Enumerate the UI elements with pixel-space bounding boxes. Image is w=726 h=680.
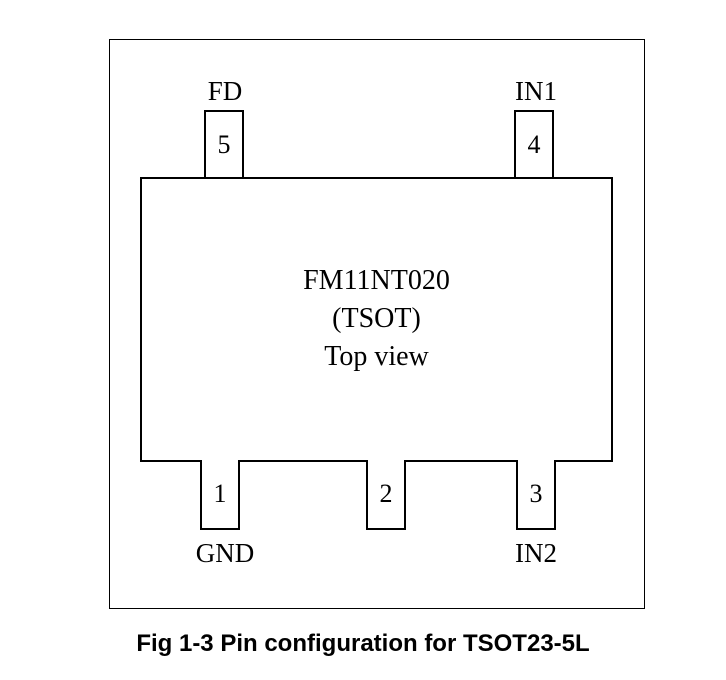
pin-1: 1	[200, 460, 240, 530]
pin-2: 2	[366, 460, 406, 530]
figure-caption: Fig 1-3 Pin configuration for TSOT23-5L	[136, 630, 590, 657]
pin-5-number: 5	[217, 130, 231, 159]
pin-3: 3	[516, 460, 556, 530]
pin-4: 4	[514, 110, 554, 178]
chip-text: FM11NT020 (TSOT) Top view	[140, 262, 613, 376]
pin-2-number: 2	[379, 479, 393, 508]
chip-package: (TSOT)	[332, 303, 421, 334]
figure-frame	[109, 39, 645, 609]
pin-5-label: FD	[207, 76, 243, 106]
pin-4-number: 4	[527, 130, 541, 159]
pin-3-label: IN2	[515, 538, 557, 568]
chip-name: FM11NT020	[303, 265, 450, 296]
pin-1-label: GND	[195, 538, 255, 568]
pin-1-number: 1	[213, 479, 227, 508]
pin-4-label: IN1	[515, 76, 557, 106]
chip-view: Top view	[324, 341, 429, 372]
pin-5: 5	[204, 110, 244, 178]
pin-3-number: 3	[529, 479, 543, 508]
